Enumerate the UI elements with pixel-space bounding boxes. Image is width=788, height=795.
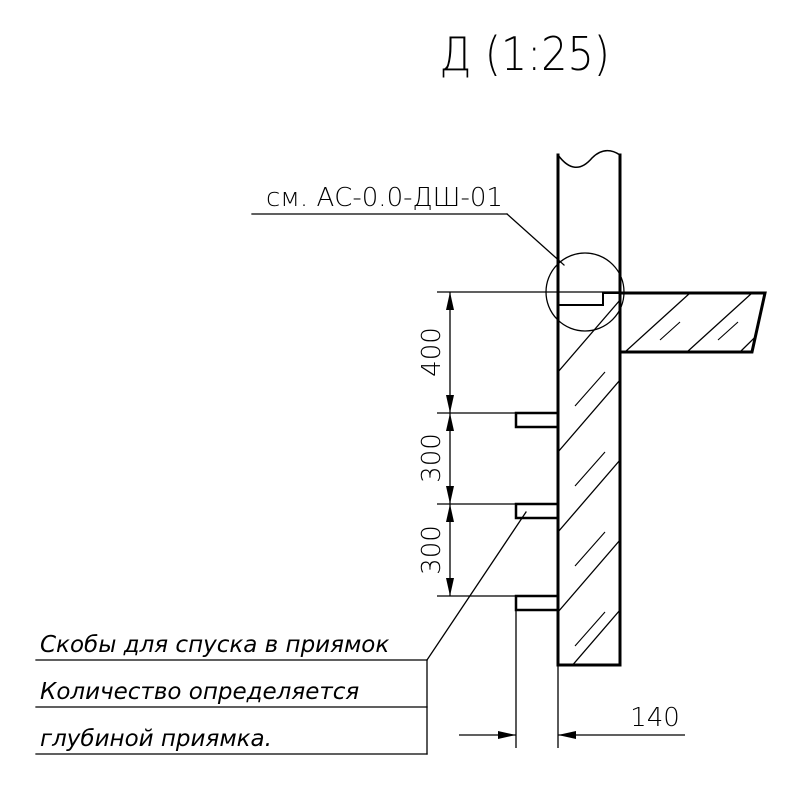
step-bracket xyxy=(514,594,560,612)
vertical-dimension-chain xyxy=(437,291,620,597)
slab xyxy=(618,291,767,354)
step-brackets xyxy=(514,411,560,612)
dimension-300-upper: 300 xyxy=(417,433,447,483)
note-line-3: глубиной приямка. xyxy=(40,726,272,752)
steps-leader-line xyxy=(426,511,527,661)
drawing-title: Д (1:25) xyxy=(439,28,610,82)
dimension-arrows xyxy=(446,292,454,596)
reference-leader-line xyxy=(506,213,565,266)
step-bracket xyxy=(514,502,560,520)
dimension-140: 140 xyxy=(630,703,680,733)
reference-note: см. АС-0.0-ДШ-01 xyxy=(266,183,503,213)
note-line-2: Количество определяется xyxy=(40,679,359,705)
step-bracket xyxy=(514,411,560,429)
wall xyxy=(556,149,622,667)
dimension-400: 400 xyxy=(417,327,447,377)
note-line-1: Скобы для спуска в приямок xyxy=(40,632,389,658)
dimension-300-lower: 300 xyxy=(417,525,447,575)
